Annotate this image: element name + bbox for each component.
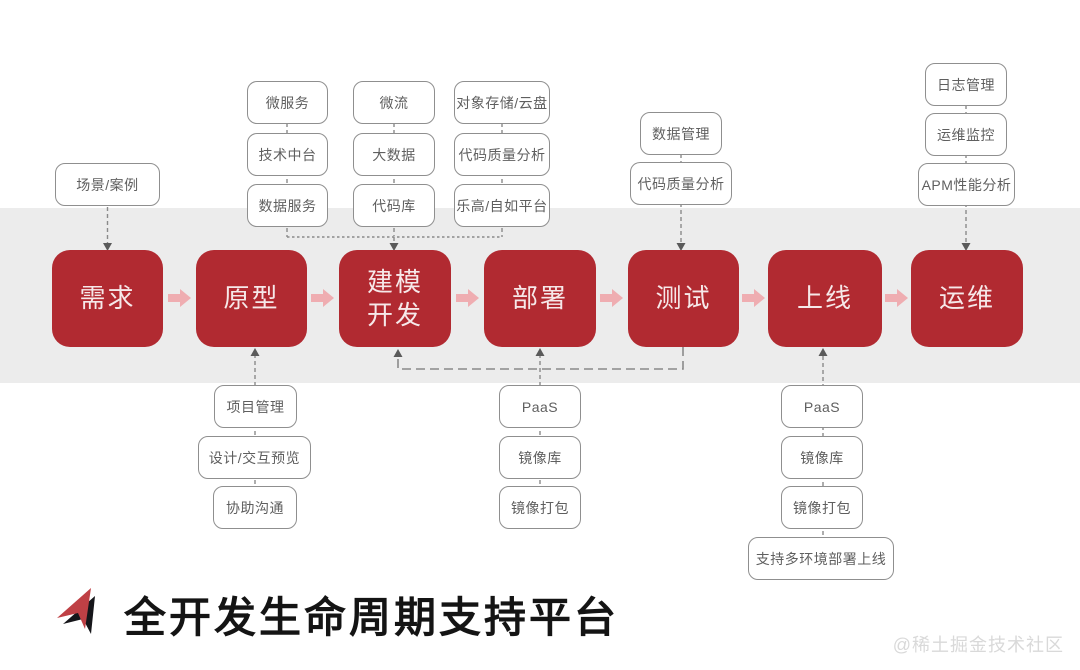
stage-modeling-dev: 建模 开发 xyxy=(339,250,451,347)
support-box-data-management: 数据管理 xyxy=(640,112,722,155)
support-box-code-repo: 代码库 xyxy=(353,184,435,227)
support-box-paas-online: PaaS xyxy=(781,385,863,428)
stage-requirements: 需求 xyxy=(52,250,163,347)
support-box-image-registry-deploy: 镜像库 xyxy=(499,436,581,479)
support-box-image-packaging-deploy: 镜像打包 xyxy=(499,486,581,529)
stage-operations: 运维 xyxy=(911,250,1023,347)
support-box-design-preview: 设计/交互预览 xyxy=(198,436,311,479)
support-box-tech-middle-platform: 技术中台 xyxy=(247,133,328,176)
support-box-code-quality-test: 代码质量分析 xyxy=(630,162,732,205)
support-box-code-quality-dev: 代码质量分析 xyxy=(454,133,550,176)
support-box-object-storage: 对象存储/云盘 xyxy=(454,81,550,124)
support-box-image-packaging-online: 镜像打包 xyxy=(781,486,863,529)
stage-test: 测试 xyxy=(628,250,739,347)
watermark-text: @稀土掘金技术社区 xyxy=(892,635,1064,655)
support-box-multi-env-deploy: 支持多环境部署上线 xyxy=(748,537,894,580)
stage-prototype: 原型 xyxy=(196,250,307,347)
support-box-lego-platform: 乐高/自如平台 xyxy=(454,184,550,227)
flow-arrow-icon xyxy=(168,289,191,307)
page-title: 全开发生命周期支持平台 xyxy=(124,594,620,641)
support-box-project-management: 项目管理 xyxy=(214,385,297,428)
flow-arrow-icon xyxy=(885,289,908,307)
support-box-apm-analysis: APM性能分析 xyxy=(918,163,1015,206)
stage-deploy: 部署 xyxy=(484,250,596,347)
support-box-microservices: 微服务 xyxy=(247,81,328,124)
flow-arrow-icon xyxy=(456,289,479,307)
flow-arrow-icon xyxy=(311,289,334,307)
arrow-logo-icon xyxy=(57,588,95,634)
support-box-scenario-case: 场景/案例 xyxy=(55,163,160,206)
support-box-log-management: 日志管理 xyxy=(925,63,1007,106)
support-box-data-services: 数据服务 xyxy=(247,184,328,227)
support-box-image-registry-online: 镜像库 xyxy=(781,436,863,479)
support-box-ops-monitoring: 运维监控 xyxy=(925,113,1007,156)
stage-online: 上线 xyxy=(768,250,882,347)
support-box-microflow: 微流 xyxy=(353,81,435,124)
support-box-big-data: 大数据 xyxy=(353,133,435,176)
flow-arrow-icon xyxy=(600,289,623,307)
flow-arrow-icon xyxy=(742,289,765,307)
support-box-paas-deploy: PaaS xyxy=(499,385,581,428)
support-box-assist-communication: 协助沟通 xyxy=(213,486,297,529)
